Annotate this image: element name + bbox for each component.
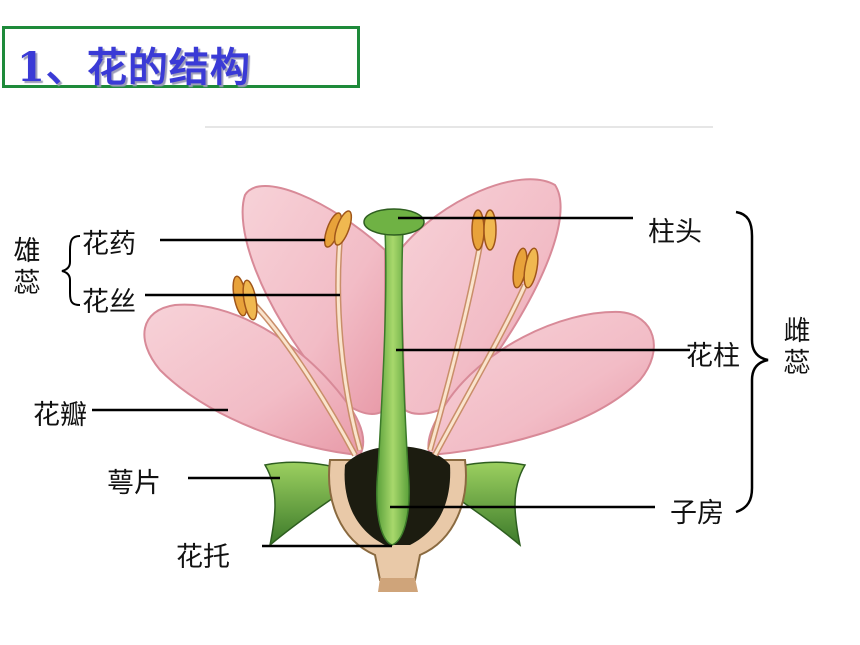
label-petal: 花瓣	[33, 400, 87, 431]
pistil-brace	[735, 210, 769, 514]
petal-left	[143, 303, 365, 457]
label-sepal: 萼片	[107, 468, 161, 499]
title-box: 1、花的结构	[2, 26, 360, 91]
page-title: 1、花的结构	[17, 44, 251, 91]
group-label-stamen: 雄 蕊	[12, 236, 42, 300]
image-top-edge	[205, 126, 713, 128]
group-label-stamen-char-1: 雄	[13, 236, 41, 267]
group-label-pistil: 雌 蕊	[782, 316, 812, 380]
pistil-stigma	[363, 208, 425, 236]
group-label-stamen-char-2: 蕊	[13, 268, 41, 299]
anther-left-1	[323, 210, 353, 248]
filament-right-2-inner	[433, 284, 527, 456]
pistil-style	[376, 229, 410, 546]
label-anther: 花药	[82, 229, 136, 260]
anther-right-2	[512, 247, 539, 289]
label-filament: 花丝	[82, 287, 136, 318]
label-style: 花柱	[686, 341, 740, 372]
flower-stem	[378, 578, 418, 592]
filament-left-2-inner	[248, 298, 357, 456]
label-stigma: 柱头	[648, 217, 702, 248]
label-ovary: 子房	[670, 498, 724, 529]
label-receptacle: 花托	[176, 542, 230, 573]
anther-right-1	[471, 209, 497, 251]
group-label-pistil-char-1: 雌	[783, 316, 811, 347]
sepal-left	[263, 461, 346, 547]
filament-left-1-inner	[336, 239, 362, 451]
stamen-brace	[61, 235, 81, 306]
group-label-pistil-char-2: 蕊	[783, 348, 811, 379]
filament-right-1-inner	[428, 244, 482, 451]
